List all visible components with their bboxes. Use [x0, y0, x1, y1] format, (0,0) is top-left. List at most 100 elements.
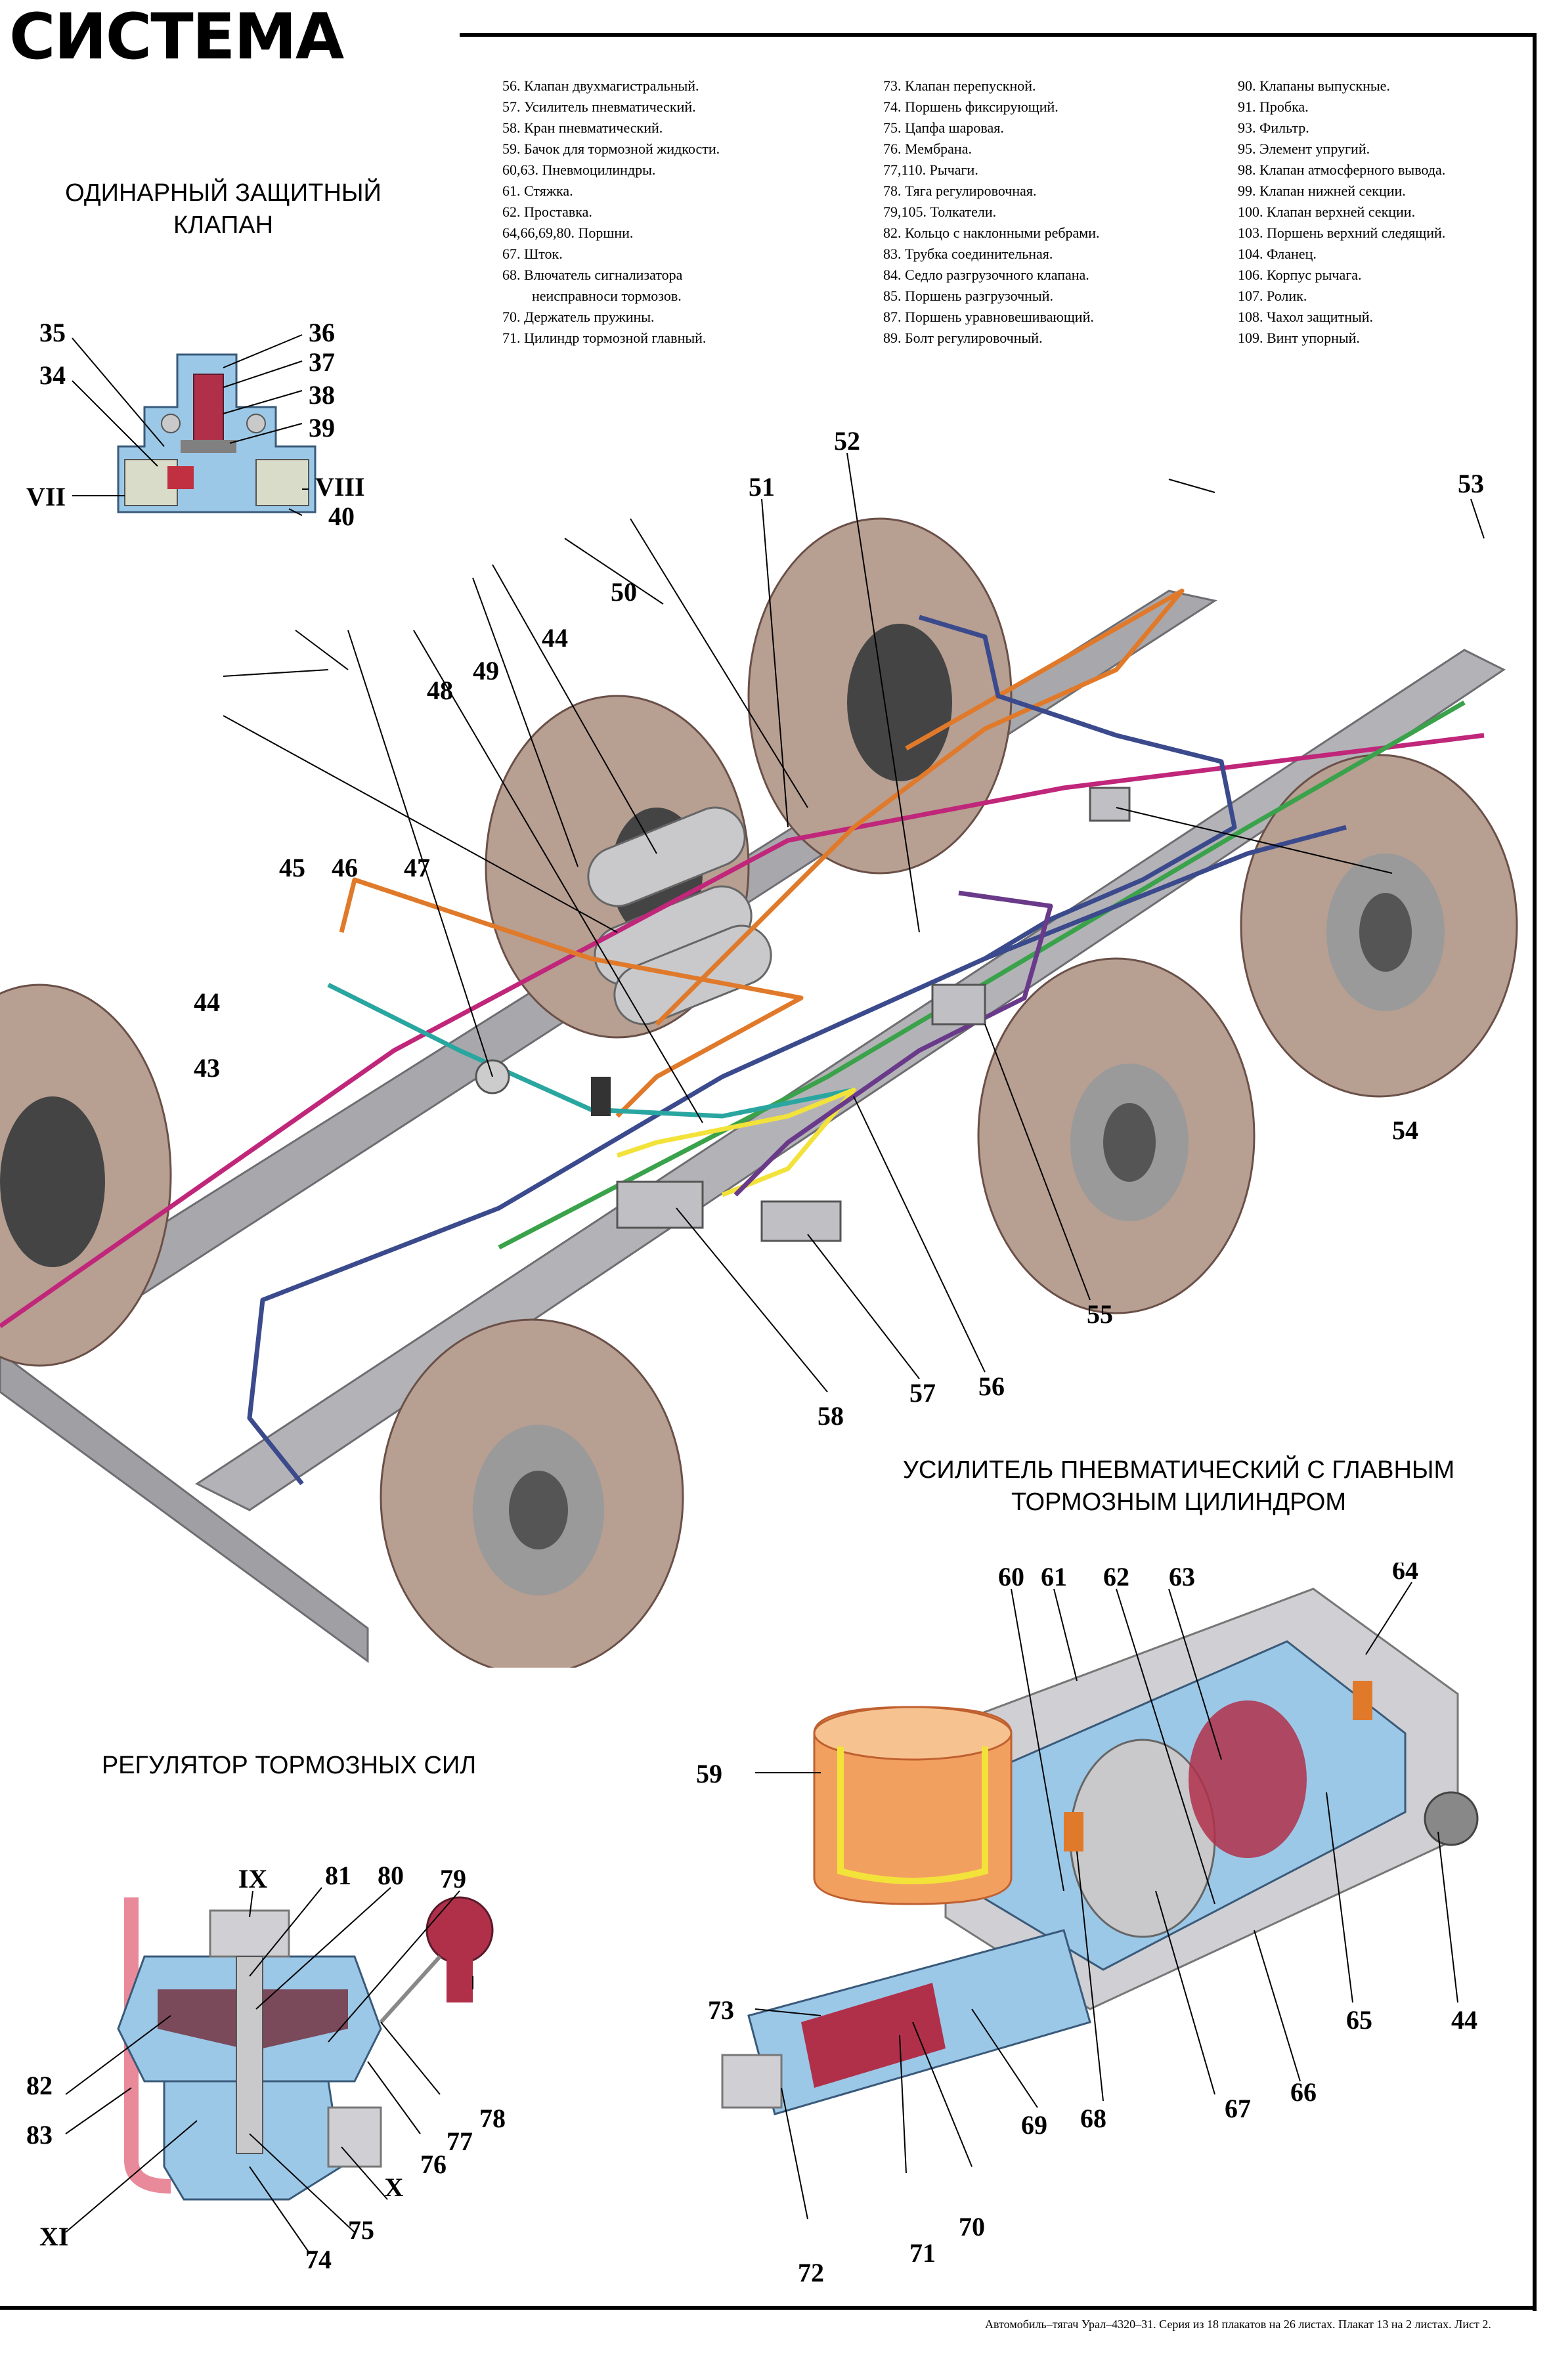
regulator-lever-rod — [447, 1957, 473, 2002]
wheel — [0, 984, 172, 1367]
chassis-label-46: 46 — [332, 853, 358, 882]
chassis-label-56: 56 — [978, 1372, 1005, 1401]
pipe-yellow — [616, 1087, 856, 1198]
legend-item: 99. Клапан нижней секции. — [1238, 183, 1406, 199]
valve-section-title: ОДИНАРНЫЙ ЗАЩИТНЫЙ КЛАПАН — [39, 177, 407, 242]
frame-right-line — [1533, 33, 1537, 2311]
valve-label-VII: VII — [26, 482, 66, 511]
wheel — [747, 517, 1013, 875]
wheel — [977, 957, 1256, 1314]
valve-label-38: 38 — [309, 380, 335, 410]
pipe-orange — [655, 588, 1185, 1026]
legend-item: 60,63. Пневмоцилиндры. — [502, 162, 656, 178]
valve-label-34: 34 — [39, 360, 66, 390]
legend-item: 78. Тяга регулировочная. — [883, 183, 1037, 199]
regulator-connecting-tube — [124, 1897, 171, 2194]
valve-bolt-right — [246, 414, 266, 433]
brake-force-regulator-diagram: IX 81 80 79 82 78 83 77 76 X 75 XI 74 — [26, 1861, 506, 2274]
wheel — [1240, 754, 1518, 1098]
booster-section-title: УСИЛИТЕЛЬ ПНЕВМАТИЧЕСКИЙ С ГЛАВНЫМ ТОРМО… — [841, 1454, 1517, 1519]
valve-title-line1: ОДИНАРНЫЙ ЗАЩИТНЫЙ — [65, 179, 382, 207]
legend-item: 71. Цилиндр тормозной главный. — [502, 330, 707, 346]
legend-item: 103. Поршень верхний следящий. — [1238, 225, 1446, 241]
pipe-magenta — [0, 733, 1485, 1328]
regulator-adjusting-rod — [379, 1955, 442, 2024]
master-cylinder-plug — [721, 2054, 783, 2109]
booster-title-line2: ТОРМОЗНЫМ ЦИЛИНДРОМ — [1011, 1488, 1346, 1517]
valve-thread-right — [255, 459, 309, 506]
chassis-label-44-top: 44 — [542, 623, 568, 653]
frame-bottom-line — [0, 2306, 1537, 2310]
chassis-label-52: 52 — [834, 426, 860, 456]
valve-label-37: 37 — [309, 347, 335, 377]
booster-label-70: 70 — [959, 2212, 985, 2241]
legend-item: 89. Болт регулировочный. — [883, 330, 1043, 346]
chassis-label-45: 45 — [279, 853, 305, 882]
pneumatic-booster-diagram: 60 61 62 63 64 59 73 65 44 66 67 68 69 7… — [696, 1563, 1479, 2287]
regulator-label-79: 79 — [440, 1864, 466, 1893]
legend-item: 57. Усилитель пневматический. — [502, 98, 696, 115]
regulator-label-76: 76 — [420, 2150, 447, 2179]
valve-label-39: 39 — [309, 413, 335, 443]
legend-item: 104. Фланец. — [1238, 246, 1317, 262]
chassis-label-44-left: 44 — [194, 987, 220, 1017]
regulator-label-XI: XI — [39, 2222, 68, 2251]
booster-label-66: 66 — [1290, 2077, 1317, 2107]
regulator-label-X: X — [385, 2173, 404, 2202]
booster-pin-68 — [1064, 1812, 1083, 1851]
chassis-label-58: 58 — [818, 1401, 844, 1431]
reservoir-fluid-line — [837, 1746, 988, 1884]
regulator-label-83: 83 — [26, 2120, 53, 2150]
chassis-label-50: 50 — [611, 577, 637, 607]
regulator-lever-eye — [426, 1896, 494, 1964]
legend-item: 90. Клапаны выпускные. — [1238, 77, 1390, 94]
chassis-label-53: 53 — [1458, 469, 1484, 498]
regulator-label-82: 82 — [26, 2071, 53, 2100]
chassis-label-55: 55 — [1087, 1299, 1113, 1329]
wheel — [380, 1318, 684, 1668]
reservoir-cap — [813, 1706, 1013, 1761]
valve-bolt-left — [161, 414, 181, 433]
booster-label-63: 63 — [1169, 1563, 1195, 1591]
component-54 — [1089, 787, 1131, 822]
legend-item: 79,105. Толкатели. — [883, 204, 997, 220]
chassis-label-51: 51 — [749, 472, 775, 502]
valve-label-36: 36 — [309, 318, 335, 347]
legend-item: 93. Фильтр. — [1238, 119, 1309, 136]
chassis-label-54: 54 — [1392, 1115, 1418, 1145]
valve-label-35: 35 — [39, 318, 66, 347]
valve-label-VIII: VIII — [315, 472, 365, 502]
legend-item: 56. Клапан двухмагистральный. — [502, 77, 699, 94]
protective-valve-diagram: 35 34 36 37 38 39 VII VIII 40 — [26, 318, 365, 531]
pipe-blue-2 — [918, 615, 1237, 961]
valve-membrane — [181, 440, 236, 453]
regulator-label-74: 74 — [305, 2245, 332, 2274]
chassis-label-43: 43 — [194, 1053, 220, 1083]
booster-label-64: 64 — [1392, 1563, 1418, 1585]
legend-column-2: 73. Клапан перепускной. 74. Поршень фикс… — [883, 76, 1099, 349]
legend-item: 58. Кран пневматический. — [502, 119, 663, 136]
legend-item: неисправноси тормозов. — [532, 288, 682, 304]
booster-flange-44 — [1424, 1791, 1479, 1846]
legend-item: 95. Элемент упругий. — [1238, 141, 1370, 157]
legend-item: 87. Поршень уравновешивающий. — [883, 309, 1094, 325]
booster-pin-64 — [1353, 1681, 1372, 1720]
frame-rail-right — [195, 649, 1506, 1511]
valve-inner-valve — [167, 466, 194, 489]
legend-item: 109. Винт упорный. — [1238, 330, 1360, 346]
legend-item: 98. Клапан атмосферного вывода. — [1238, 162, 1446, 178]
booster-label-62: 62 — [1103, 1563, 1129, 1591]
legend-item: 59. Бачок для тормозной жидкости. — [502, 141, 720, 157]
booster-title-line1: УСИЛИТЕЛЬ ПНЕВМАТИЧЕСКИЙ С ГЛАВНЫМ — [902, 1456, 1455, 1484]
booster-spring-chamber — [1189, 1700, 1307, 1858]
legend-item: 61. Стяжка. — [502, 183, 573, 199]
legend-item: 75. Цапфа шаровая. — [883, 119, 1004, 136]
legend-item: 108. Чахол защитный. — [1238, 309, 1374, 325]
legend-item: 100. Клапан верхней секции. — [1238, 204, 1416, 220]
frame-rear-crossmember — [0, 1351, 369, 1663]
booster-label-67: 67 — [1225, 2094, 1251, 2123]
legend-item: 76. Мембрана. — [883, 141, 972, 157]
legend-column-1: 56. Клапан двухмагистральный. 57. Усилит… — [502, 76, 720, 349]
regulator-label-78: 78 — [479, 2104, 506, 2133]
legend-item: 91. Пробка. — [1238, 98, 1309, 115]
